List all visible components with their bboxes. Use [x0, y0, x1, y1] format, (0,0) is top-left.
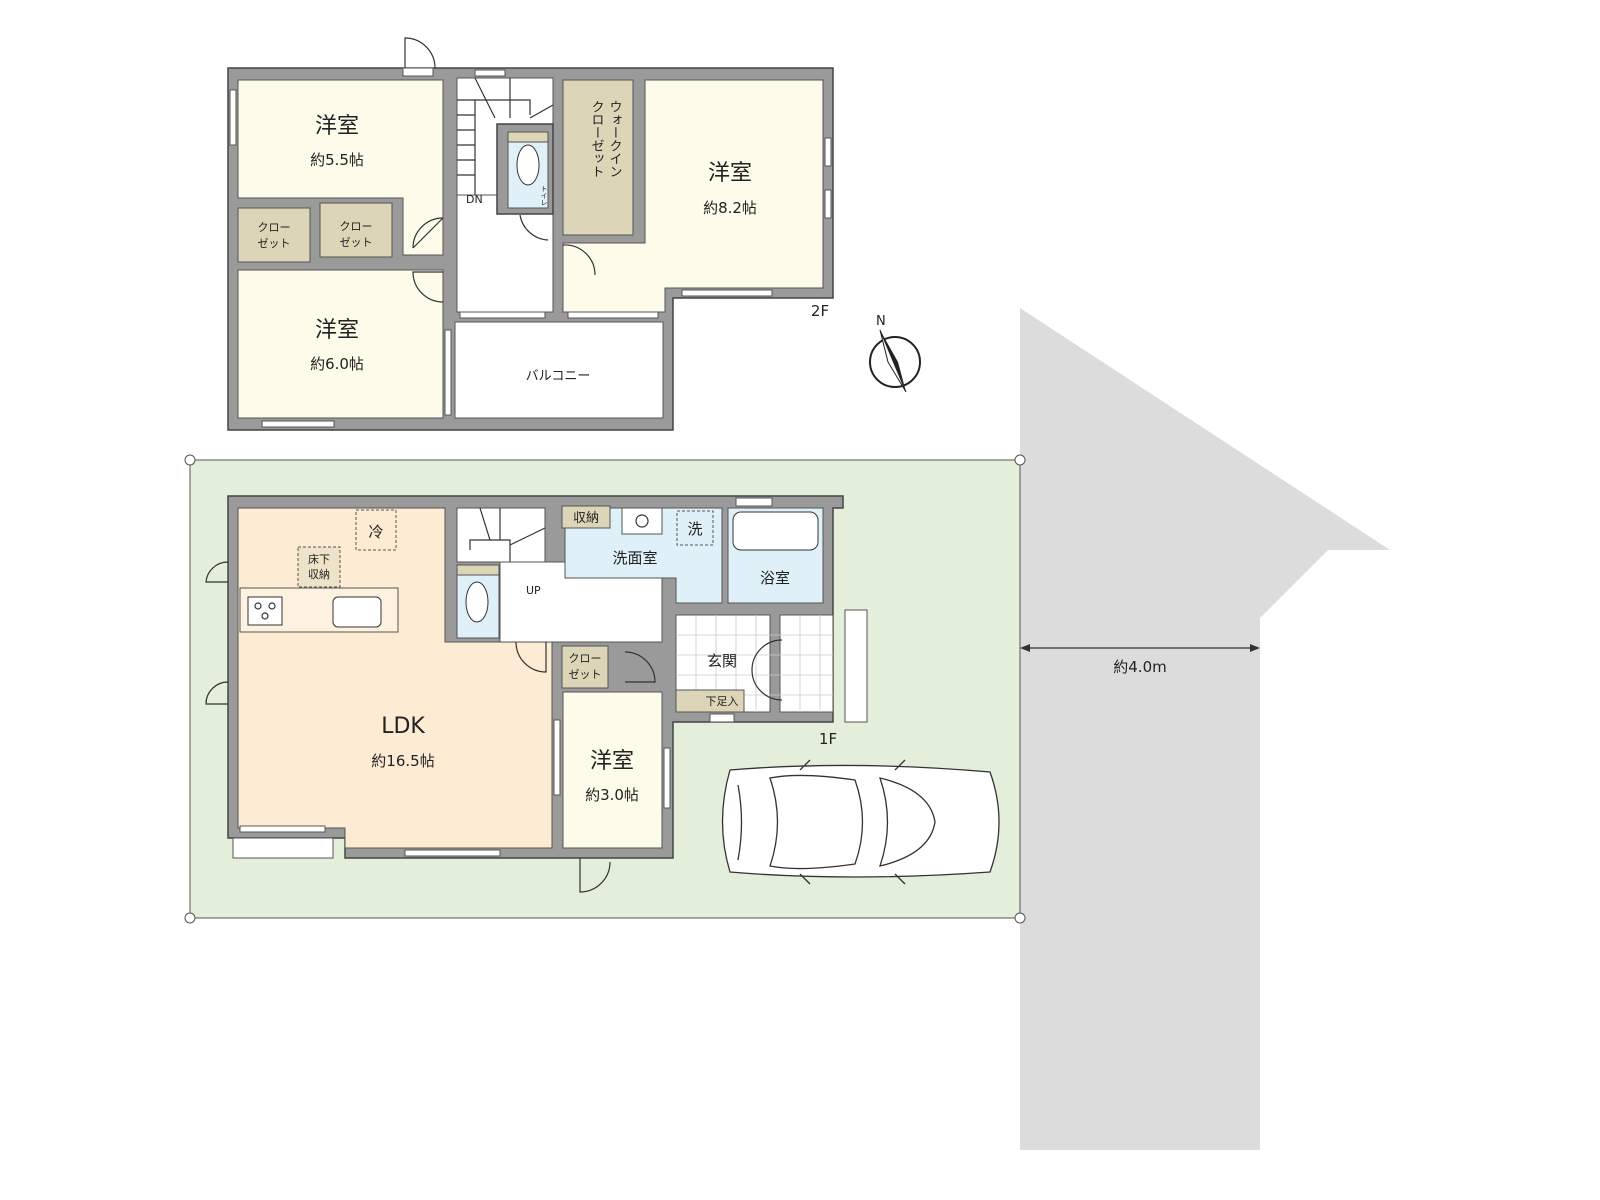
- room-6.0-name: 洋室: [315, 318, 359, 343]
- compass-north-label: N: [876, 314, 886, 329]
- storage: [561, 505, 611, 529]
- balcony: [454, 321, 664, 419]
- wic-label1: ウォークイン: [607, 100, 622, 178]
- shoe-box-label: 下足入: [706, 695, 739, 708]
- fridge-space: [355, 509, 397, 551]
- walk-in-closet: [562, 79, 634, 236]
- room-3.0-name: 洋室: [590, 749, 634, 774]
- bathtub-icon: [732, 511, 819, 551]
- stove-icon: [247, 596, 283, 626]
- room-3.0: [562, 691, 663, 849]
- balcony-label: バルコニー: [526, 369, 591, 384]
- road-width-dimension: 約4.0m: [1020, 644, 1260, 676]
- washer-space: [676, 510, 714, 546]
- bath-label: 浴室: [760, 569, 790, 587]
- stairs-dn-label: DN: [466, 193, 483, 206]
- closet-2f-a: [237, 207, 311, 263]
- closet-1f-label2: ゼット: [569, 668, 602, 681]
- washbasin-icon: [621, 507, 663, 535]
- room-8.2-size: 約8.2帖: [703, 199, 757, 217]
- room-8.2: [562, 79, 824, 313]
- room-5.5-name: 洋室: [315, 114, 359, 139]
- road: [1020, 308, 1390, 1150]
- floor-2: トイレ DN 洋室 約5.5帖 クロー ゼット クロー ゼット 洋室 約6.0帖…: [227, 37, 834, 431]
- room-5.5-size: 約5.5帖: [310, 151, 364, 169]
- floor-2-label: 2F: [811, 302, 829, 320]
- underfloor-storage: [297, 546, 341, 588]
- car-icon: [721, 759, 1000, 885]
- closet-1f: [561, 645, 609, 689]
- room-6.0: [237, 269, 444, 419]
- stairs-up-label: UP: [526, 584, 541, 597]
- ldk-name: LDK: [381, 714, 425, 739]
- closet-2f-b-label2: ゼット: [340, 236, 373, 249]
- lot-corner-markers: [184, 454, 1026, 924]
- floor-1: 冷 床下 収納 UP 収納 洗 洗面室 浴室: [205, 495, 868, 893]
- toilet-icon-1f: [465, 581, 489, 623]
- windows-2f: [229, 67, 832, 428]
- compass-icon: N: [869, 314, 921, 393]
- underfloor-label2: 収納: [308, 568, 330, 581]
- ldk-size: 約16.5帖: [371, 752, 434, 770]
- room-6.0-size: 約6.0帖: [310, 355, 364, 373]
- storage-label: 収納: [573, 511, 599, 526]
- windows-1f: [239, 497, 773, 857]
- stairs-2f-steps: [457, 77, 554, 195]
- underfloor-label1: 床下: [308, 552, 330, 566]
- floor-1-label: 1F: [819, 730, 837, 748]
- doors-2f: [404, 37, 596, 303]
- sink-icon: [332, 596, 382, 628]
- entrance-label: 玄関: [707, 652, 737, 670]
- washroom-label: 洗面室: [612, 549, 657, 567]
- toilet-2f-label: トイレ: [540, 185, 548, 206]
- room-5.5: [237, 79, 444, 256]
- road-width-label: 約4.0m: [1113, 658, 1166, 676]
- stairs-1f-steps: [469, 507, 546, 562]
- room-3.0-size: 約3.0帖: [585, 786, 639, 804]
- doors-1f: [205, 561, 783, 893]
- toilet-icon: [516, 144, 540, 186]
- terrace: [232, 837, 334, 859]
- washroom: [564, 507, 723, 604]
- closet-2f-b-label1: クロー: [340, 220, 373, 233]
- wic-label2: クローゼット: [589, 100, 605, 178]
- fridge-label: 冷: [368, 523, 383, 541]
- closet-2f-a-label2: ゼット: [258, 237, 291, 250]
- closet-2f-b: [319, 202, 393, 258]
- closet-1f-label1: クロー: [569, 652, 602, 665]
- shoe-box: [675, 689, 745, 713]
- washer-label: 洗: [687, 520, 702, 538]
- room-8.2-name: 洋室: [708, 161, 752, 186]
- closet-2f-a-label1: クロー: [258, 221, 291, 234]
